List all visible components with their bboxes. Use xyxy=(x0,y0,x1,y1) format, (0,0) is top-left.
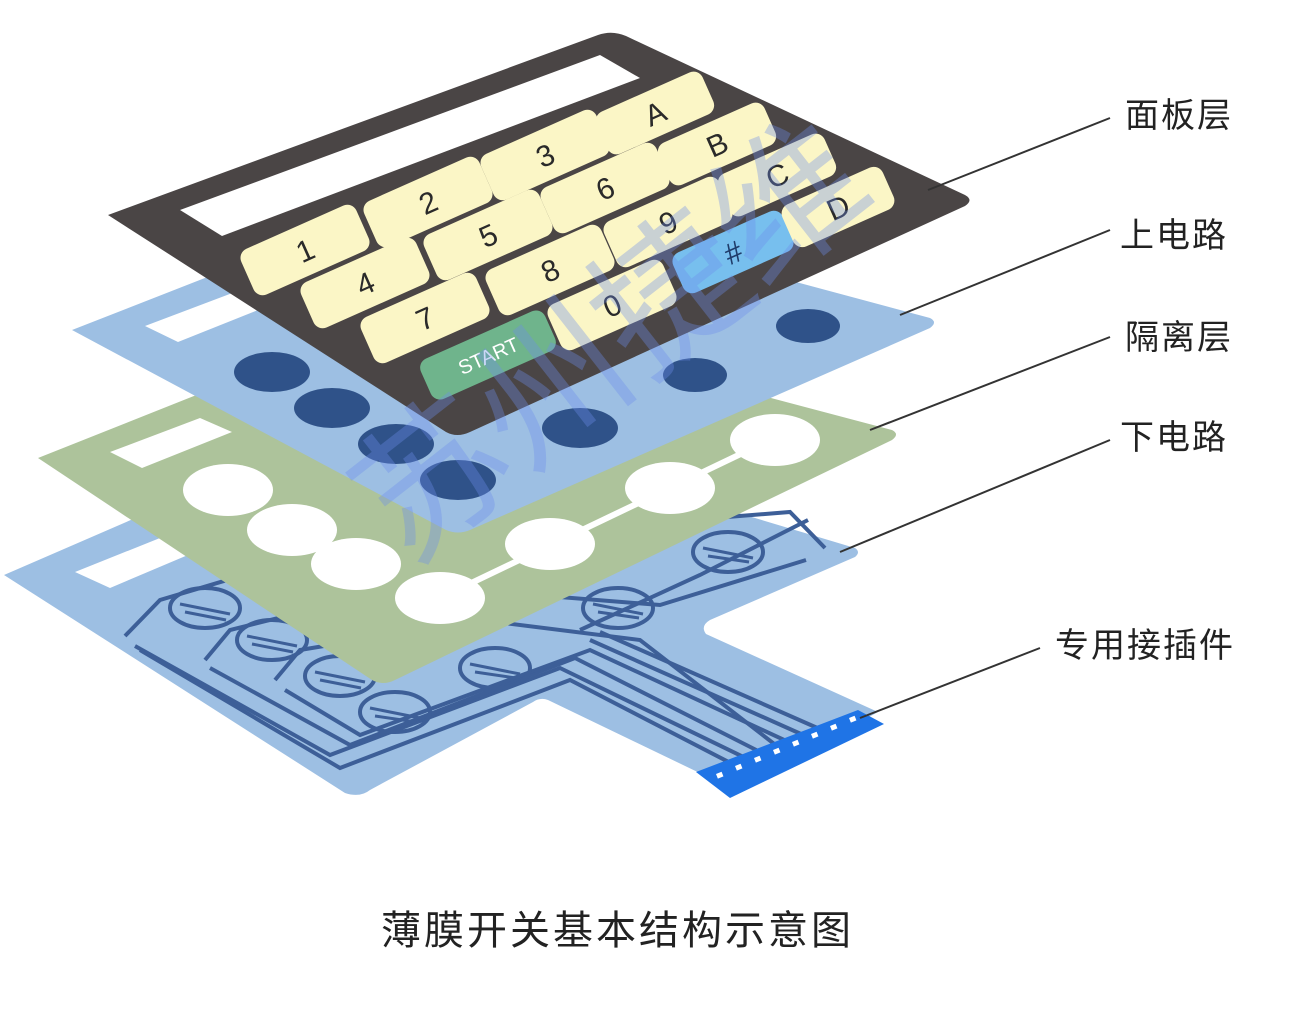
upper-contact xyxy=(542,408,618,448)
contact-pad xyxy=(358,690,432,734)
key-A[interactable]: A xyxy=(593,68,718,157)
key-4[interactable]: 4 xyxy=(297,235,432,332)
key-1[interactable]: 1 xyxy=(237,202,372,299)
upper-contact xyxy=(358,424,434,464)
key-9[interactable]: 9 xyxy=(600,174,735,271)
spacer-window xyxy=(110,418,232,468)
spacer-hole xyxy=(247,504,337,556)
upper-contact xyxy=(776,309,840,343)
key-3[interactable]: 3 xyxy=(477,107,612,204)
key-0[interactable]: 0 xyxy=(544,257,679,354)
key-D[interactable]: D xyxy=(778,164,897,251)
label-lower-circuit: 下电路 xyxy=(1120,418,1228,458)
key-C[interactable]: C xyxy=(715,130,840,219)
key-hash[interactable]: # xyxy=(669,207,797,296)
leader-line-panel xyxy=(927,117,1111,191)
key-6[interactable]: 6 xyxy=(537,140,672,237)
spacer-hole xyxy=(183,464,273,516)
panel-layer: 1 2 3 A 4 5 xyxy=(108,32,970,436)
contact-pad xyxy=(691,530,765,574)
spacer-hole xyxy=(395,572,485,624)
diagram-caption: 薄膜开关基本结构示意图 xyxy=(381,908,854,954)
upper-contact xyxy=(234,352,310,392)
contact-pad xyxy=(235,618,309,662)
leader-line-upper-circuit xyxy=(899,229,1111,316)
key-7[interactable]: 7 xyxy=(357,270,492,367)
label-panel-layer: 面板层 xyxy=(1125,96,1233,136)
spacer-hole xyxy=(625,462,715,514)
lower-circuit-contacts xyxy=(168,530,765,734)
leader-line-spacer xyxy=(869,336,1111,431)
contact-pad xyxy=(458,646,532,690)
panel-display-window xyxy=(180,55,640,236)
contact-pad xyxy=(168,586,242,630)
spacer-hole xyxy=(505,518,595,570)
connector-body xyxy=(696,710,884,798)
key-B[interactable]: B xyxy=(655,99,780,188)
upper-contact xyxy=(663,358,727,392)
lower-circuit-window xyxy=(75,538,195,588)
upper-contact xyxy=(294,388,370,428)
leader-line-lower-circuit xyxy=(839,439,1111,553)
upper-circuit-contacts xyxy=(234,309,840,500)
upper-circuit-window xyxy=(145,292,268,342)
key-8[interactable]: 8 xyxy=(482,222,617,319)
leader-lines xyxy=(839,117,1111,719)
connector xyxy=(696,710,884,798)
key-5[interactable]: 5 xyxy=(420,187,555,284)
panel-keys: 1 2 3 A 4 5 xyxy=(237,68,897,400)
spacer-hole xyxy=(730,414,820,466)
spacer-hole xyxy=(311,538,401,590)
spacer-channel xyxy=(438,437,772,601)
spacer-openings xyxy=(183,414,820,624)
label-spacer-layer: 隔离层 xyxy=(1125,318,1233,358)
leader-line-connector xyxy=(859,647,1041,719)
contact-pad xyxy=(581,586,655,630)
upper-contact xyxy=(420,460,496,500)
label-connector: 专用接插件 xyxy=(1055,626,1235,666)
key-2[interactable]: 2 xyxy=(360,154,495,251)
label-upper-circuit: 上电路 xyxy=(1120,216,1228,256)
